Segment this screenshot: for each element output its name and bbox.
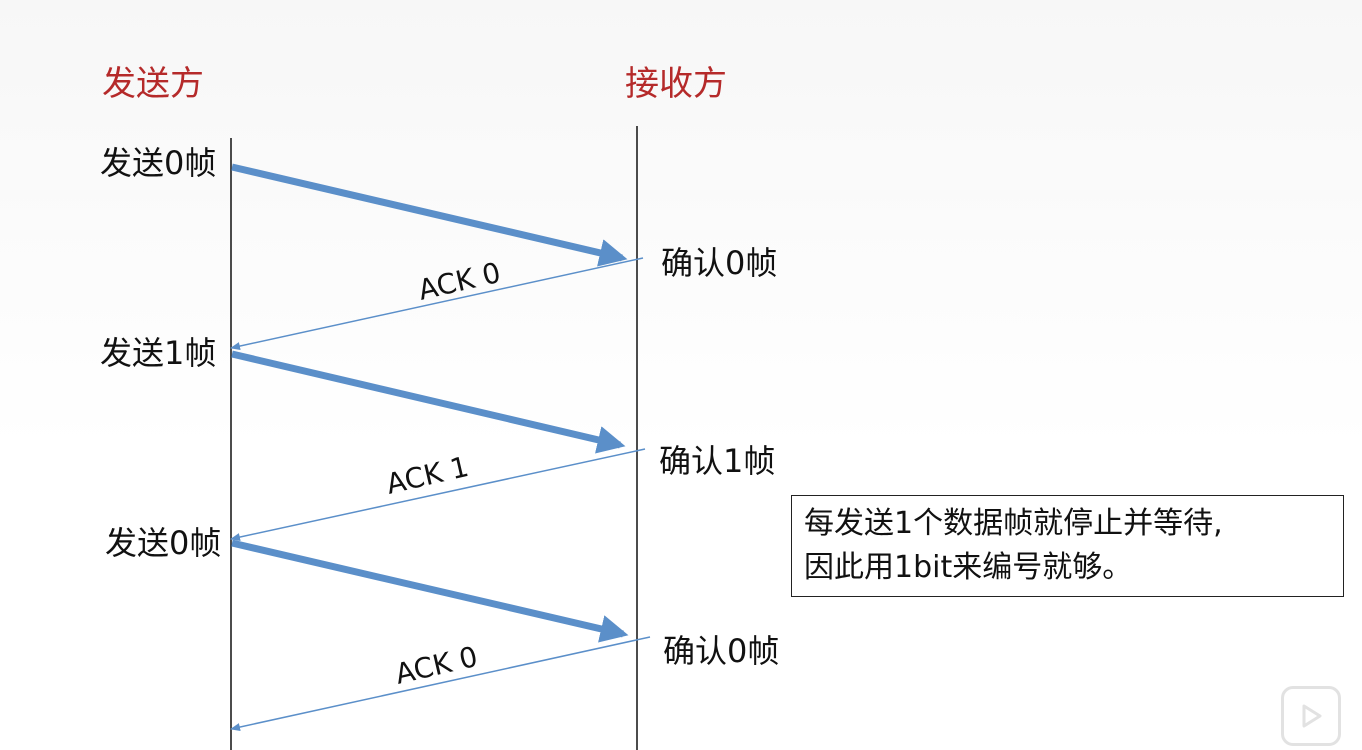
ack-arrow: [230, 448, 646, 541]
note-box: 每发送1个数据帧就停止并等待, 因此用1bit来编号就够。: [791, 495, 1344, 597]
play-triangle-icon: [1302, 704, 1322, 728]
frame-arrow: [231, 539, 629, 643]
play-icon[interactable]: [1281, 686, 1341, 746]
receiver-header: 接收方: [625, 64, 727, 104]
sender-event-label: 发送1帧: [100, 334, 217, 372]
note-line: 每发送1个数据帧就停止并等待,: [804, 506, 1223, 541]
ack-label: ACK 1: [383, 450, 472, 501]
receiver-event-label: 确认1帧: [659, 442, 776, 480]
frame-arrow: [231, 350, 626, 454]
receiver-event-label: 确认0帧: [661, 244, 778, 282]
sender-header: 发送方: [102, 64, 204, 104]
receiver-event-label: 确认0帧: [663, 632, 780, 670]
ack-arrow: [230, 636, 651, 731]
sender-event-label: 发送0帧: [100, 144, 217, 182]
frame-arrow: [231, 163, 628, 267]
sender-event-label: 发送0帧: [105, 524, 222, 562]
note-line: 因此用1bit来编号就够。: [804, 550, 1133, 585]
ack-label: ACK 0: [415, 256, 504, 307]
ack-arrow: [230, 257, 644, 350]
